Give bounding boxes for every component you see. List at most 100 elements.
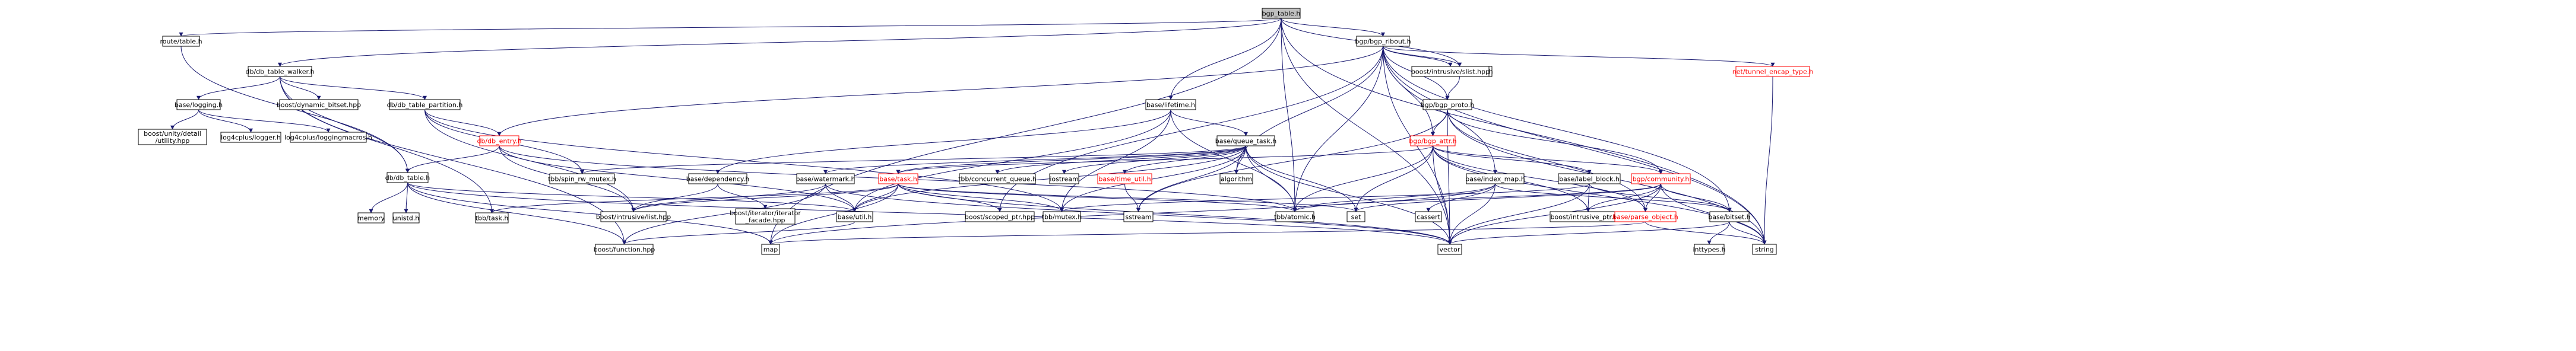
- node-box: [389, 99, 461, 110]
- node-string[interactable]: string: [1752, 244, 1777, 255]
- node-base-logging[interactable]: base/logging.h: [175, 99, 223, 110]
- edge-db_table-to-map: [407, 182, 773, 245]
- node-route-table[interactable]: route/table.h: [160, 36, 202, 47]
- node-base-parse-object[interactable]: base/parse_object.h: [1612, 211, 1678, 222]
- edge-db_table-to-boost_function: [407, 182, 626, 245]
- node-label: base/label_block.h: [1559, 176, 1620, 183]
- node-boost-dynbitset[interactable]: boost/dynamic_bitset.hpp: [277, 99, 361, 110]
- node-base-task[interactable]: base/task.h: [878, 173, 918, 184]
- node-label: bgp/community.h: [1633, 176, 1690, 183]
- edge-bgp_attr-to-bgp_community: [1433, 145, 1663, 174]
- node-base-time-util[interactable]: base/time_util.h: [1097, 173, 1152, 184]
- node-tbb-task[interactable]: tbb/task.h: [475, 212, 509, 224]
- node-intrusive-slist[interactable]: boost/intrusive/slist.hpp: [1411, 66, 1490, 77]
- node-box: [1437, 244, 1462, 255]
- node-label: bgp_table.h: [1262, 10, 1301, 18]
- node-intrusive-list[interactable]: boost/intrusive/list.hpp: [596, 211, 671, 222]
- node-iterator-facade[interactable]: boost/iterator/iterator_facade.hpp: [730, 208, 801, 225]
- node-base-util[interactable]: base/util.h: [836, 211, 873, 222]
- edge-base_task-to-set: [898, 183, 1358, 212]
- node-label: boost/intrusive_ptr.hpp: [1551, 213, 1626, 221]
- edge-base_queue_task-to-vector: [1246, 145, 1452, 245]
- edge-bgp_attr-to-set: [1354, 145, 1433, 212]
- node-label: string: [1755, 246, 1774, 254]
- edge-base_lifetime-to-tbb_mutex: [1060, 109, 1171, 212]
- node-tbb-mutex[interactable]: tbb/mutex.h: [1042, 211, 1082, 222]
- node-log4-macros[interactable]: log4cplus/loggingmacros.h: [284, 132, 372, 143]
- dependency-edges: [170, 18, 1775, 245]
- edge-base_task-to-intrusive_list: [631, 183, 899, 212]
- node-log4-logger[interactable]: log4cplus/logger.h: [220, 132, 281, 143]
- node-base-bitset[interactable]: base/bitset.h: [1708, 211, 1751, 222]
- node-sstream[interactable]: sstream: [1123, 211, 1154, 222]
- node-label: tbb/spin_rw_mutex.h: [548, 176, 616, 183]
- edge-bgp_table-to-tbb_atomic: [1281, 18, 1297, 212]
- node-box: [1422, 99, 1472, 110]
- node-boost-unity[interactable]: boost/unity/detail/utility.hpp: [138, 129, 207, 145]
- node-memory[interactable]: memory: [357, 212, 385, 224]
- node-box: [735, 208, 796, 225]
- node-inttypes[interactable]: inttypes.h: [1693, 244, 1726, 255]
- node-tbb-spin[interactable]: tbb/spin_rw_mutex.h: [548, 173, 616, 184]
- edge-base_logging-to-log4_logger: [198, 109, 253, 133]
- node-base-label-block[interactable]: base/label_block.h: [1558, 173, 1621, 184]
- node-base-queue-task[interactable]: base/queue_task.h: [1215, 135, 1277, 146]
- node-db-entry[interactable]: db/db_entry.h: [477, 135, 522, 146]
- node-box: [595, 244, 654, 255]
- edge-base_label_block-to-base_bitset: [1589, 183, 1732, 212]
- node-bgp-proto[interactable]: bgp/bgp_proto.h: [1421, 99, 1474, 110]
- node-map[interactable]: map: [761, 244, 780, 255]
- node-base-index-map[interactable]: base/index_map.h: [1465, 173, 1525, 184]
- node-label: bgp/bgp_attr.h: [1409, 138, 1456, 145]
- node-vector[interactable]: vector: [1437, 244, 1462, 255]
- edge-base_parse_object-to-string: [1645, 221, 1767, 245]
- edge-base_queue_task-to-base_watermark: [823, 145, 1246, 174]
- node-box: [1735, 66, 1810, 77]
- node-bgp-community[interactable]: bgp/community.h: [1631, 173, 1691, 184]
- node-box: [386, 172, 429, 183]
- node-intrusive-ptr[interactable]: boost/intrusive_ptr.hpp: [1550, 211, 1627, 222]
- node-label: base/lifetime.h: [1146, 101, 1195, 109]
- edge-base_task-to-tbb_atomic: [898, 183, 1297, 212]
- node-label: set: [1351, 213, 1361, 221]
- edge-bgp_attr-to-vector: [1433, 145, 1452, 245]
- edge-bgp_community-to-base_bitset: [1661, 183, 1732, 212]
- node-cassert[interactable]: cassert: [1415, 211, 1442, 222]
- node-box: [761, 244, 780, 255]
- node-tunnel-encap[interactable]: net/tunnel_encap_type.h: [1732, 66, 1813, 77]
- node-db-table-partition[interactable]: db/db_table_partition.h: [387, 99, 463, 110]
- node-boost-function[interactable]: boost/function.hpp: [594, 244, 655, 255]
- node-tbb-concq[interactable]: tbb/concurrent_queue.h: [958, 173, 1037, 184]
- node-box: [688, 173, 747, 184]
- node-base-lifetime[interactable]: base/lifetime.h: [1145, 99, 1196, 110]
- edge-base_queue_task-to-tbb_concq: [995, 145, 1246, 174]
- node-label: tbb/atomic.h: [1274, 213, 1316, 221]
- node-algorithm[interactable]: algorithm: [1219, 173, 1253, 184]
- edge-base_task-to-vector: [898, 183, 1452, 245]
- edge-db_table_walker-to-db_table_partition: [280, 76, 427, 100]
- node-box: [1694, 244, 1725, 255]
- edge-bgp_table-to-string: [1281, 18, 1767, 245]
- node-bgp-ribout[interactable]: bgp/bgp_ribout.h: [1355, 36, 1411, 47]
- node-unistd[interactable]: unistd.h: [392, 212, 420, 224]
- edge-base_lifetime-to-tbb_atomic: [1170, 109, 1297, 212]
- node-set[interactable]: set: [1346, 211, 1365, 222]
- node-label: vector: [1440, 246, 1460, 254]
- node-bgp-attr[interactable]: bgp/bgp_attr.h: [1409, 135, 1457, 146]
- node-label: log4cplus/loggingmacros.h: [284, 134, 372, 142]
- node-scoped-ptr[interactable]: boost/scoped_ptr.hpp: [965, 211, 1035, 222]
- edge-bgp_proto-to-base_parse_object: [1447, 109, 1647, 212]
- node-box: [1219, 173, 1253, 184]
- edge-bgp_table-to-db_table_walker: [278, 18, 1282, 67]
- edge-base_queue_task-to-base_task: [896, 145, 1246, 174]
- node-db-table-walker[interactable]: db/db_table_walker.h: [245, 66, 315, 77]
- edge-bgp_table-to-base_lifetime: [1168, 18, 1282, 100]
- node-tbb-atomic[interactable]: tbb/atomic.h: [1274, 211, 1316, 222]
- node-iostream[interactable]: iostream: [1049, 173, 1079, 184]
- node-box: [162, 36, 200, 47]
- node-base-watermark[interactable]: base/watermark.h: [796, 173, 856, 184]
- node-base-dependency[interactable]: base/dependency.h: [686, 173, 750, 184]
- edge-base_logging-to-boost_unity: [170, 109, 199, 130]
- edge-db_table_partition-to-db_entry: [424, 109, 502, 136]
- node-db-table[interactable]: db/db_table.h: [385, 172, 430, 183]
